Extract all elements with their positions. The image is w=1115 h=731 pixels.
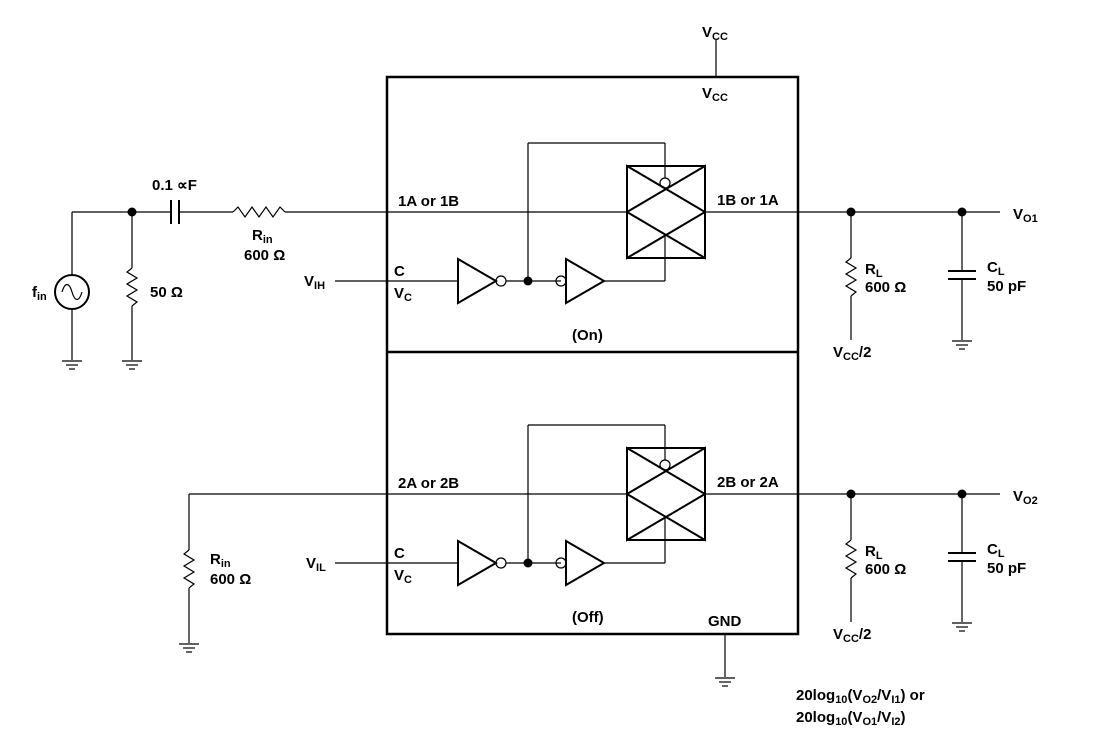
gnd-label: GND: [708, 613, 742, 630]
gate-bubble-icon: [659, 177, 671, 189]
input-network: [71, 200, 627, 360]
junction-dot: [957, 489, 967, 499]
channel1-rl-label: RL: [865, 261, 883, 280]
junction-dot: [846, 207, 856, 217]
channel2-vil-label: VIL: [306, 555, 326, 574]
rl-resistor-icon: [844, 257, 858, 297]
coupling-capacitor-label: 0.1 ∝F: [152, 177, 197, 194]
channel2-switch: [182, 424, 1000, 643]
buffer-icon: [565, 539, 606, 587]
ground-symbol-icon: [714, 677, 736, 687]
channel2-output-label: 2B or 2A: [717, 474, 779, 491]
rin-bottom-label: Rin: [210, 551, 231, 570]
channel1-vcc2-label: VCC/2: [833, 344, 871, 363]
gate-bubble-icon: [659, 459, 671, 471]
channel1-vih-label: VIH: [304, 273, 325, 292]
channel1-vout-label: VO1: [1013, 206, 1038, 225]
fin-label: fin: [32, 284, 47, 303]
channel1-rl-value: 600 Ω: [865, 279, 906, 296]
channel1-state-label: (On): [572, 327, 603, 344]
buffer-icon: [565, 257, 606, 305]
channel1-cl-label: CL: [987, 259, 1005, 278]
formula-line1: 20log10(VO2/VI1) or: [796, 687, 925, 706]
channel1-output-label: 1B or 1A: [717, 192, 779, 209]
channel2-rl-label: RL: [865, 543, 883, 562]
junction-dot: [127, 207, 137, 217]
termination-resistor-icon: [125, 267, 139, 307]
channel1-c-label: C: [394, 263, 405, 280]
rin-bottom-value: 600 Ω: [210, 571, 251, 588]
channel2-vc-label: VC: [394, 567, 412, 586]
ac-source-icon: [54, 274, 90, 310]
junction-dot: [957, 207, 967, 217]
ground-symbol-icon: [121, 360, 143, 370]
inverter-icon: [457, 257, 498, 305]
channel2-rl-value: 600 Ω: [865, 561, 906, 578]
transmission-gate-icon: [625, 446, 706, 542]
transmission-gate-icon: [626, 446, 707, 542]
ic-outline: [385, 75, 800, 636]
junction-dot: [846, 489, 856, 499]
vcc-inner-label: VCC: [702, 85, 728, 104]
inverter-icon: [457, 539, 498, 587]
ground-symbol-icon: [61, 360, 83, 370]
channel1-switch: [335, 142, 1000, 340]
formula-line2: 20log10(VO1/VI2): [796, 709, 906, 728]
channel2-c-label: C: [394, 545, 405, 562]
channel2-state-label: (Off): [572, 609, 604, 626]
rin-bottom-resistor-icon: [182, 549, 196, 589]
channel1-cl-value: 50 pF: [987, 278, 1026, 295]
channel2-cl-value: 50 pF: [987, 560, 1026, 577]
rl-resistor-icon: [844, 539, 858, 579]
channel2-input-label: 2A or 2B: [398, 475, 459, 492]
ground-symbol-icon: [178, 643, 200, 653]
channel1-vc-label: VC: [394, 285, 412, 304]
junction-dot: [523, 276, 533, 286]
ground-symbol-icon: [951, 622, 973, 632]
vcc-top-label: VCC: [702, 24, 728, 43]
transmission-gate-icon: [626, 164, 707, 260]
rin-resistor-icon: [232, 205, 286, 219]
ground-symbol-icon: [951, 340, 973, 350]
ic-package: [385, 75, 800, 636]
channel1-input-label: 1A or 1B: [398, 193, 459, 210]
rin-top-label: Rin: [252, 227, 273, 246]
junction-dot: [523, 558, 533, 568]
rin-top-value: 600 Ω: [244, 247, 285, 264]
channel2-cl-label: CL: [987, 541, 1005, 560]
transmission-gate-icon: [625, 164, 706, 260]
channel2-vcc2-label: VCC/2: [833, 626, 871, 645]
channel2-vout-label: VO2: [1013, 488, 1038, 507]
termination-resistor-label: 50 Ω: [150, 284, 183, 301]
